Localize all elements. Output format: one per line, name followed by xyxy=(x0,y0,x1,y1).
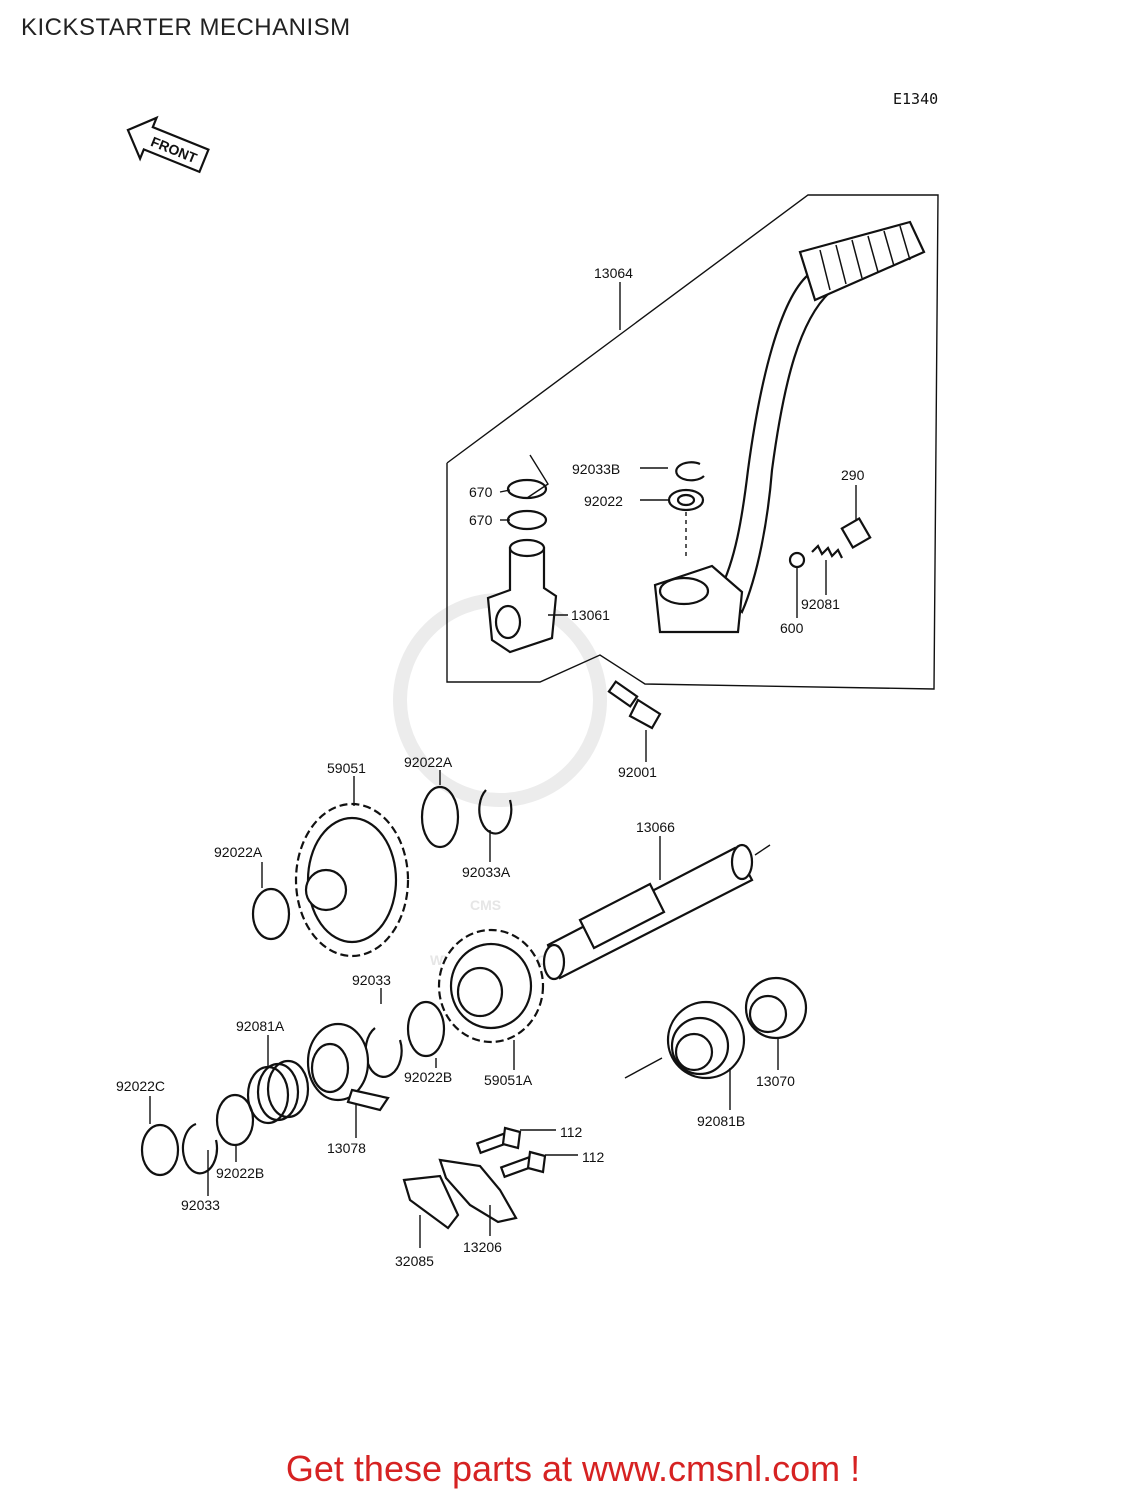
part-label-92022b-left: 92022B xyxy=(216,1165,264,1181)
washer-92022b-left xyxy=(215,1093,255,1147)
part-label-92081a: 92081A xyxy=(236,1018,285,1034)
plate-32085 xyxy=(402,1174,460,1230)
part-labels: 13064 92033B 92022 670 670 290 13061 920… xyxy=(116,265,865,1269)
o-ring-leader xyxy=(526,454,549,499)
collar-13070 xyxy=(744,976,808,1040)
part-label-92022b-middle: 92022B xyxy=(404,1069,452,1085)
part-label-32085: 32085 xyxy=(395,1253,434,1269)
clip-92033-left xyxy=(181,1122,219,1175)
part-label-92033-left: 92033 xyxy=(181,1197,220,1213)
gear-59051 xyxy=(294,802,410,958)
washer-92022 xyxy=(667,488,705,512)
ratchet-13078 xyxy=(306,1022,390,1112)
part-label-600: 600 xyxy=(780,620,804,636)
part-label-92081: 92081 xyxy=(801,596,840,612)
kick-shaft-13066 xyxy=(542,843,771,981)
part-label-92022c: 92022C xyxy=(116,1078,165,1094)
part-label-13061: 13061 xyxy=(571,607,610,623)
guide-13206 xyxy=(438,1158,518,1224)
bolt-92001 xyxy=(607,680,662,730)
part-label-59051a: 59051A xyxy=(484,1072,533,1088)
washer-92022c xyxy=(140,1123,180,1177)
part-label-670-upper: 670 xyxy=(469,484,493,500)
washer-92022-hole xyxy=(676,493,696,507)
part-label-92033a: 92033A xyxy=(462,864,511,880)
part-label-92033b: 92033B xyxy=(572,461,620,477)
nut-290 xyxy=(840,516,872,550)
part-label-92033-middle: 92033 xyxy=(352,972,391,988)
part-label-92081b: 92081B xyxy=(697,1113,745,1129)
part-label-290: 290 xyxy=(841,467,865,483)
footer-promo-link[interactable]: Get these parts at www.cmsnl.com ! xyxy=(285,1448,861,1489)
part-label-13206: 13206 xyxy=(463,1239,502,1255)
spring-axis-line xyxy=(624,1057,663,1079)
part-label-59051: 59051 xyxy=(327,760,366,776)
spring-92081 xyxy=(811,544,843,559)
ball-600 xyxy=(788,551,806,569)
part-label-13070: 13070 xyxy=(756,1073,795,1089)
clip-92033-middle xyxy=(364,1027,403,1078)
diagram-code: E1340 xyxy=(893,90,939,108)
circlip-92033b xyxy=(675,461,705,482)
bolt-112-upper xyxy=(475,1126,522,1155)
part-label-670-lower: 670 xyxy=(469,512,493,528)
clip-92033a xyxy=(478,789,513,835)
kick-lever-13064 xyxy=(653,220,926,634)
part-label-112-upper: 112 xyxy=(560,1124,583,1140)
kick-boss-13061 xyxy=(486,538,558,654)
washer-92022a-left xyxy=(251,887,291,941)
spring-92081a xyxy=(246,1059,310,1125)
part-label-13064: 13064 xyxy=(594,265,633,281)
bolt-112-lower xyxy=(499,1150,547,1179)
gear-59051a xyxy=(437,928,545,1044)
washer-92022a-upper xyxy=(420,785,460,849)
spring-92081b xyxy=(666,1000,746,1080)
washer-92022b-middle xyxy=(406,1000,446,1058)
watermark: CMS WWW.CMSNL.COM xyxy=(393,593,607,968)
page-title: KICKSTARTER MECHANISM xyxy=(21,14,351,41)
part-label-92022: 92022 xyxy=(584,493,623,509)
part-label-112-lower: 112 xyxy=(582,1149,605,1165)
front-arrow-icon: FRONT xyxy=(126,115,210,174)
part-label-92022a-upper: 92022A xyxy=(404,754,453,770)
part-label-92022a-left: 92022A xyxy=(214,844,263,860)
part-label-92001: 92001 xyxy=(618,764,657,780)
o-ring-670-lower xyxy=(506,509,548,531)
leader-lines xyxy=(149,282,857,1248)
kick-lever-group-outline xyxy=(446,194,939,690)
watermark-logo-text: CMS xyxy=(470,897,501,913)
part-label-13078: 13078 xyxy=(327,1140,366,1156)
part-label-13066: 13066 xyxy=(636,819,675,835)
